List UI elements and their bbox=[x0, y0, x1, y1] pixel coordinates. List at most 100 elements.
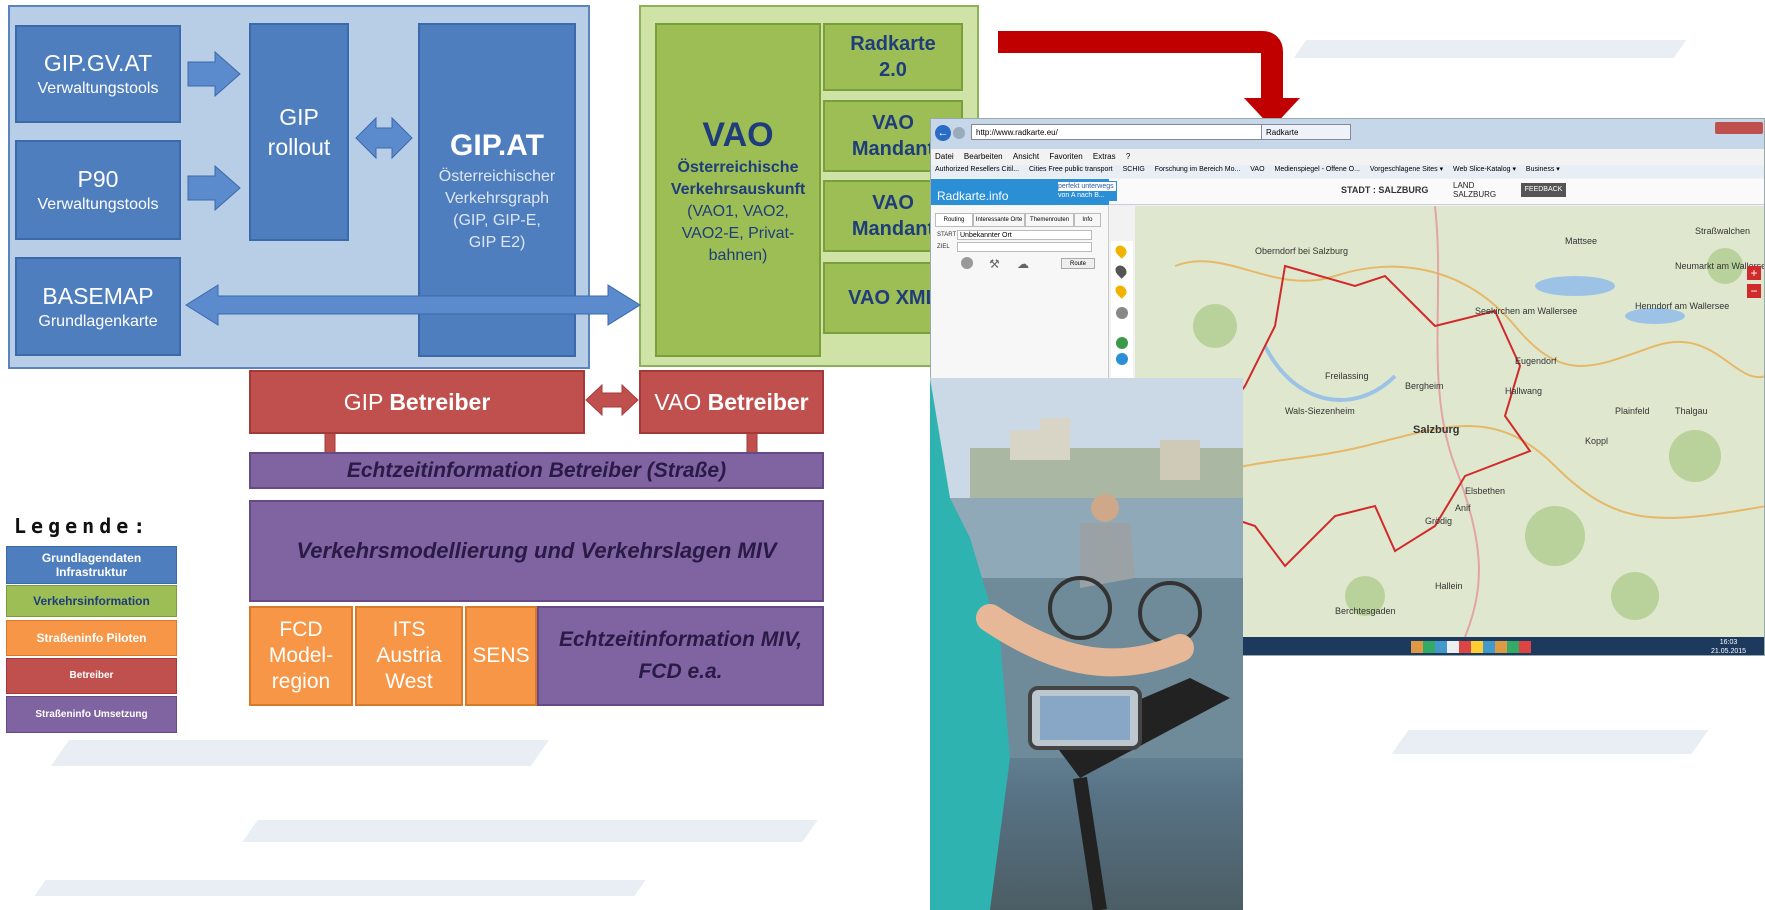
fcd-line1: FCD bbox=[279, 618, 323, 641]
arrow-gipgv-rollout-icon bbox=[187, 50, 241, 98]
tab-routing[interactable]: Routing bbox=[935, 213, 973, 227]
legend-item-betreiber: Betreiber bbox=[6, 658, 177, 694]
layer-icon[interactable] bbox=[1116, 337, 1128, 349]
map-label-koppl: Koppl bbox=[1585, 436, 1609, 446]
gip-betreiber-b: Betreiber bbox=[389, 388, 491, 415]
ziel-input[interactable] bbox=[957, 242, 1092, 252]
map-label-anif: Anif bbox=[1455, 503, 1471, 513]
vao-title: VAO bbox=[702, 116, 774, 154]
map-label-freilassing: Freilassing bbox=[1325, 371, 1369, 381]
fav-4[interactable]: VAO bbox=[1250, 166, 1265, 173]
start-value: Unbekannter Ort bbox=[960, 232, 1012, 239]
red-arrow-icon bbox=[998, 31, 1300, 128]
gip-gv-sub: Verwaltungstools bbox=[37, 80, 159, 97]
vao-line1: Österreichische bbox=[677, 159, 799, 176]
map-label-oberndorf: Oberndorf bei Salzburg bbox=[1255, 246, 1349, 256]
mandant1-line1: VAO bbox=[872, 112, 914, 134]
menu-ansicht[interactable]: Ansicht bbox=[1012, 152, 1040, 161]
menu-bearbeiten[interactable]: Bearbeiten bbox=[963, 152, 1003, 161]
legend-label-3: Betreiber bbox=[69, 670, 114, 681]
legend-label-2: Straßeninfo Piloten bbox=[36, 631, 147, 645]
weather-icon[interactable]: ☁ bbox=[1017, 257, 1029, 271]
fav-7[interactable]: Web Slice-Katalog ▾ bbox=[1453, 166, 1516, 173]
tab-title: Radkarte bbox=[1266, 128, 1299, 137]
vao-line2: Verkehrsauskunft bbox=[670, 181, 806, 198]
tab-interessante-orte[interactable]: Interessante Orte bbox=[972, 213, 1026, 227]
map-label-plainfeld: Plainfeld bbox=[1615, 406, 1650, 416]
mandant2-line2: Mandant bbox=[851, 218, 935, 240]
verkehrsmodellierung-box: Verkehrsmodellierung und Verkehrslagen M… bbox=[249, 500, 824, 602]
close-icon[interactable] bbox=[1116, 307, 1128, 319]
tab-info[interactable]: Info bbox=[1073, 213, 1101, 227]
tab-themenrouten[interactable]: Themenrouten bbox=[1025, 213, 1074, 227]
tray-icons[interactable] bbox=[1411, 641, 1531, 653]
fav-2[interactable]: SCHIG bbox=[1122, 166, 1145, 173]
fav-1[interactable]: Cities Free public transport bbox=[1028, 166, 1113, 173]
vao-betreiber-a: VAO bbox=[654, 388, 702, 415]
window-controls[interactable] bbox=[1715, 122, 1763, 134]
menu-favoriten[interactable]: Favoriten bbox=[1049, 152, 1083, 161]
back-button[interactable]: ← bbox=[935, 125, 951, 141]
its-line2: Austria bbox=[376, 644, 442, 667]
fav-6[interactable]: Vorgeschlagene Sites ▾ bbox=[1369, 166, 1444, 173]
fav-5[interactable]: Medienspiegel - Offene Ö... bbox=[1274, 166, 1360, 173]
map-label-henndorf: Henndorf am Wallersee bbox=[1635, 301, 1730, 311]
verkehrsmodellierung-label: Verkehrsmodellierung und Verkehrslagen M… bbox=[296, 538, 777, 563]
legend-title: Legende: bbox=[14, 514, 151, 538]
start-label: START bbox=[937, 232, 957, 238]
browser-tab[interactable]: Radkarte bbox=[1261, 124, 1351, 140]
fcd-line2: Model- bbox=[268, 644, 334, 667]
gip-at-line4: GIP E2) bbox=[468, 234, 526, 251]
menu-extras[interactable]: Extras bbox=[1092, 152, 1116, 161]
map-label-wals: Wals-Siezenheim bbox=[1285, 406, 1355, 416]
fcd-line3: region bbox=[271, 670, 331, 693]
ziel-label: ZIEL bbox=[937, 244, 950, 250]
start-input[interactable]: Unbekannter Ort bbox=[957, 230, 1092, 240]
arrow-p90-rollout-icon bbox=[187, 164, 241, 212]
echtzeit-miv-box: Echtzeitinformation MIV, FCD e.a. bbox=[537, 606, 824, 706]
its-line3: West bbox=[385, 670, 433, 693]
slogan-line2: von A nach B... bbox=[1058, 191, 1116, 200]
marker-b-icon[interactable] bbox=[1113, 263, 1129, 279]
vao-betreiber-b: Betreiber bbox=[707, 388, 809, 415]
echtzeit-betreiber-label: Echtzeitinformation Betreiber (Straße) bbox=[346, 458, 727, 482]
fcd-box: FCD Model- region bbox=[249, 606, 353, 706]
menu-help[interactable]: ? bbox=[1125, 152, 1131, 161]
cyclist-photo-graphics bbox=[930, 378, 1243, 910]
sens-box: SENS bbox=[465, 606, 537, 706]
forward-button[interactable] bbox=[953, 127, 965, 139]
slogan-line1: perfekt unterwegs bbox=[1058, 183, 1114, 190]
legend-item-umsetzung: Straßeninfo Umsetzung bbox=[6, 696, 177, 733]
radkarte-box: Radkarte 2.0 bbox=[823, 23, 963, 91]
marker-c-icon[interactable] bbox=[1113, 283, 1129, 299]
settings-icon[interactable] bbox=[961, 257, 973, 269]
map-graphics bbox=[1144, 206, 1764, 637]
url-text: http://www.radkarte.eu/ bbox=[976, 128, 1058, 137]
legend-item-piloten: Straßeninfo Piloten bbox=[6, 620, 177, 656]
zoom-out-button[interactable]: − bbox=[1747, 284, 1761, 298]
fav-3[interactable]: Forschung im Bereich Mo... bbox=[1154, 166, 1241, 173]
gip-rollout-box: GIP rollout bbox=[249, 23, 349, 241]
marker-a-icon[interactable] bbox=[1113, 243, 1129, 259]
stadt-salzburg-logo: STADT : SALZBURG bbox=[1341, 185, 1428, 195]
echtzeit-miv-line1: Echtzeitinformation MIV, bbox=[558, 628, 803, 651]
land-line1: LAND bbox=[1453, 181, 1475, 190]
address-bar[interactable]: http://www.radkarte.eu/ bbox=[971, 124, 1351, 140]
share-icon[interactable] bbox=[1116, 353, 1128, 365]
legend-label-0: Grundlagendaten Infrastruktur bbox=[41, 551, 142, 579]
map-label-seekirchen: Seekirchen am Wallersee bbox=[1475, 306, 1578, 316]
fav-8[interactable]: Business ▾ bbox=[1525, 166, 1560, 173]
clock: 16:03 21.05.2015 bbox=[1711, 638, 1747, 655]
route-button[interactable]: Route bbox=[1061, 258, 1095, 269]
feedback-label: FEEDBACK bbox=[1524, 186, 1563, 193]
tools-icon[interactable]: ⚒ bbox=[989, 257, 1000, 271]
map-label-elsbethen: Elsbethen bbox=[1465, 486, 1506, 496]
vao-line3: (VAO1, VAO2, bbox=[687, 203, 789, 220]
menu-datei[interactable]: Datei bbox=[935, 152, 954, 161]
feedback-button[interactable]: FEEDBACK bbox=[1521, 183, 1566, 197]
zoom-in-button[interactable]: + bbox=[1747, 266, 1761, 280]
fav-0[interactable]: Authorized Resellers Citil... bbox=[935, 166, 1020, 173]
clock-date: 21.05.2015 bbox=[1711, 648, 1747, 655]
vao-line5: bahnen) bbox=[708, 247, 768, 264]
gip-betreiber-a: GIP bbox=[343, 388, 383, 415]
